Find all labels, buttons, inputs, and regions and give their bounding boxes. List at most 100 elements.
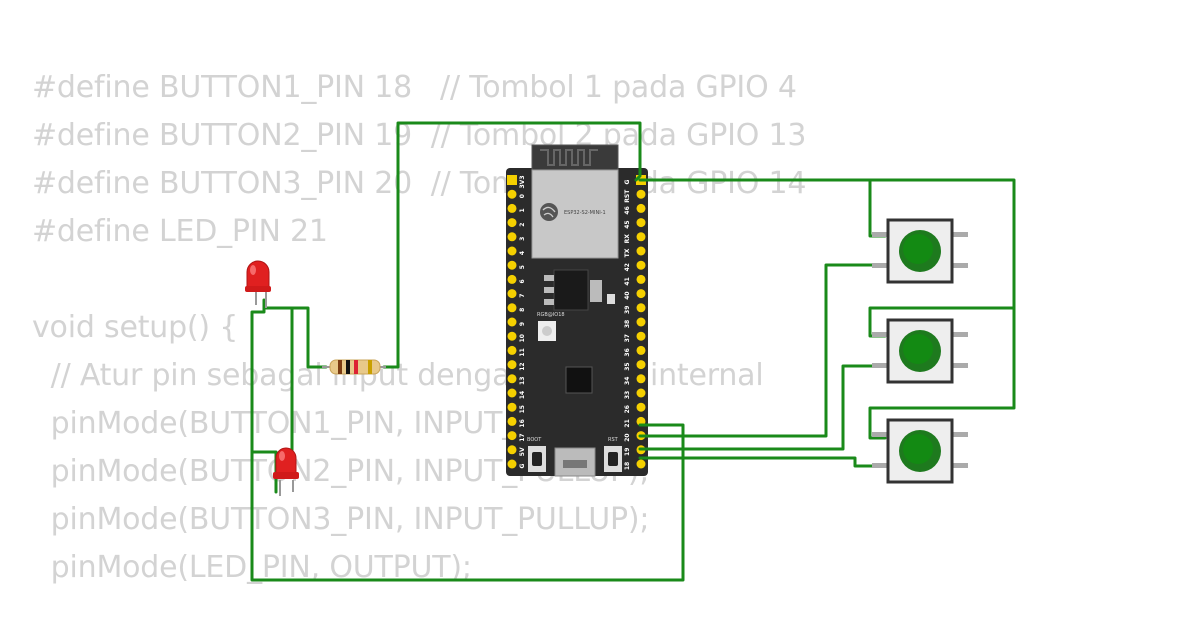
- wire-gpio21-btn1: [638, 263, 887, 438]
- wire-gpio20-btn2: [638, 364, 887, 451]
- right-pin-label: 39: [624, 306, 631, 314]
- right-pin-38[interactable]: [636, 317, 646, 327]
- right-pin-42[interactable]: [636, 260, 646, 270]
- left-pin-label: 5V: [519, 447, 526, 456]
- left-pin-label: 11: [519, 348, 526, 356]
- left-pin-2[interactable]: [507, 218, 517, 228]
- left-pin-label: 15: [519, 405, 526, 413]
- right-pin-33[interactable]: [636, 388, 646, 398]
- right-pin-40[interactable]: [636, 289, 646, 299]
- right-pin-36[interactable]: [636, 345, 646, 355]
- left-pin-g[interactable]: [507, 459, 517, 469]
- right-pin-label: 42: [624, 263, 631, 271]
- resistor[interactable]: [322, 359, 386, 375]
- led-1[interactable]: [245, 260, 271, 308]
- esp32-s2-board[interactable]: ESP32-S2-MINI-1 RGB@IO18 BOOT RST 3V3012…: [506, 144, 648, 477]
- left-pin-4[interactable]: [507, 246, 517, 256]
- right-pin-41[interactable]: [636, 274, 646, 284]
- right-pin-label: 36: [624, 348, 631, 356]
- left-pin-16[interactable]: [507, 416, 517, 426]
- left-pin-10[interactable]: [507, 331, 517, 341]
- wire-gnd-btn3: [868, 306, 1016, 440]
- left-pin-label: 17: [519, 433, 526, 441]
- left-pin-label: 13: [519, 377, 526, 385]
- right-pin-label: 26: [624, 405, 631, 413]
- right-pin-39[interactable]: [636, 303, 646, 313]
- right-pin-label: 38: [624, 320, 631, 328]
- left-pin-label: 14: [519, 391, 526, 399]
- right-pin-label: 46: [624, 206, 631, 214]
- right-pin-label: 20: [624, 433, 631, 441]
- right-pin-label: 19: [624, 448, 631, 456]
- left-pin-11[interactable]: [507, 345, 517, 355]
- left-pin-3[interactable]: [507, 232, 517, 242]
- left-pin-label: 0: [519, 194, 526, 198]
- left-pin-5v[interactable]: [507, 445, 517, 455]
- left-pin-label: 12: [519, 362, 526, 370]
- right-pin-label: RX: [624, 234, 631, 244]
- left-pin-label: 5: [519, 265, 526, 269]
- left-pin-8[interactable]: [507, 303, 517, 313]
- right-pin-tx[interactable]: [636, 246, 646, 256]
- code-line: #define LED_PIN 21: [32, 214, 328, 249]
- left-pin-15[interactable]: [507, 402, 517, 412]
- code-line: pinMode(BUTTON3_PIN, INPUT_PULLUP);: [32, 502, 650, 537]
- right-pin-18[interactable]: [636, 459, 646, 469]
- left-pin-label: 16: [519, 419, 526, 427]
- pushbutton-3[interactable]: [872, 418, 968, 484]
- right-pin-26[interactable]: [636, 402, 646, 412]
- right-pin-label: 34: [624, 377, 631, 385]
- led-2[interactable]: [273, 447, 299, 496]
- right-pin-35[interactable]: [636, 360, 646, 370]
- left-pin-label: 9: [519, 322, 526, 326]
- left-pin-label: 10: [519, 334, 526, 342]
- right-pin-label: 21: [624, 419, 631, 427]
- module-label: ESP32-S2-MINI-1: [564, 210, 606, 216]
- left-pin-label: 2: [519, 223, 526, 227]
- left-pin-label: 7: [519, 294, 526, 298]
- right-pin-label: TX: [624, 248, 631, 257]
- pushbutton-2[interactable]: [872, 318, 968, 384]
- left-pin-0[interactable]: [507, 189, 517, 199]
- right-pin-34[interactable]: [636, 374, 646, 384]
- left-pin-label: G: [519, 463, 526, 468]
- left-pin-label: 8: [519, 308, 526, 312]
- boot-label: BOOT: [527, 437, 542, 443]
- rst-label: RST: [608, 437, 619, 443]
- left-pin-1[interactable]: [507, 203, 517, 213]
- left-pin-7[interactable]: [507, 289, 517, 299]
- wire-led2-anode: [250, 450, 278, 494]
- left-pin-5[interactable]: [507, 260, 517, 270]
- left-pin-12[interactable]: [507, 360, 517, 370]
- left-pin-6[interactable]: [507, 274, 517, 284]
- wire-gnd-btn1: [868, 178, 887, 238]
- left-pin-9[interactable]: [507, 317, 517, 327]
- left-pin-label: 3: [519, 237, 526, 241]
- left-pin-17[interactable]: [507, 431, 517, 441]
- right-pin-rst[interactable]: [636, 189, 646, 199]
- pushbutton-1[interactable]: [872, 218, 968, 284]
- right-pin-label: 40: [624, 291, 631, 299]
- right-pin-rx[interactable]: [636, 232, 646, 242]
- right-pin-label: 45: [624, 220, 631, 228]
- right-pin-37[interactable]: [636, 331, 646, 341]
- left-pin-14[interactable]: [507, 388, 517, 398]
- right-pin-46[interactable]: [636, 203, 646, 213]
- code-line: #define BUTTON2_PIN 19 // Tombol 2 pada …: [32, 118, 807, 153]
- right-pin-45[interactable]: [636, 218, 646, 228]
- right-pin-header: GRST4645RXTX4241403938373635343326212019…: [624, 175, 646, 470]
- right-pin-label: 33: [624, 391, 631, 399]
- right-pin-label: G: [624, 179, 631, 184]
- code-line: #define BUTTON1_PIN 18 // Tombol 1 pada …: [32, 70, 797, 105]
- right-pin-label: 35: [624, 362, 631, 370]
- wire-gpio19-btn3: [638, 456, 887, 468]
- right-pin-label: RST: [624, 189, 631, 203]
- right-pin-label: 41: [624, 277, 631, 285]
- usb-chip: [565, 366, 593, 394]
- right-pin-label: 18: [624, 462, 631, 470]
- left-pin-3v3[interactable]: [507, 175, 517, 185]
- left-pin-13[interactable]: [507, 374, 517, 384]
